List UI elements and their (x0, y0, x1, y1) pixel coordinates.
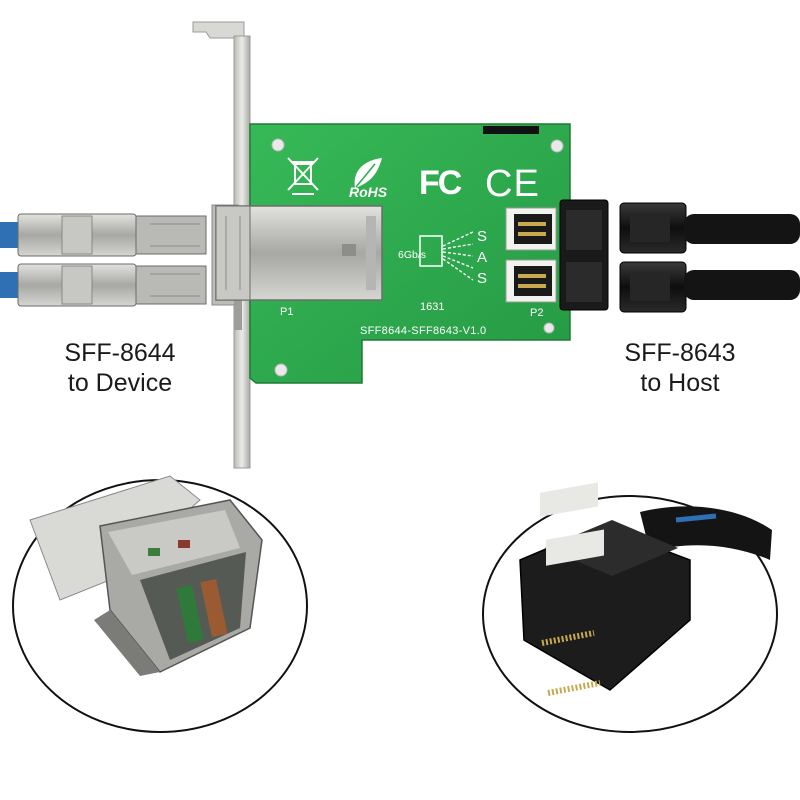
rohs-leaf-icon (354, 158, 382, 188)
sff-8643-cable-bottom (619, 261, 800, 313)
rohs-mark: RoHS (349, 184, 388, 200)
left-caption: SFF-8644 to Device (10, 338, 230, 398)
left-caption-line2: to Device (67, 369, 173, 397)
weee-bin-icon (287, 157, 319, 195)
right-caption: SFF-8643 to Host (570, 338, 790, 398)
sff-8644-port-cage (215, 205, 383, 301)
sff-8644-cable-top (0, 213, 207, 257)
sas-letter-s2: S (477, 270, 487, 287)
speed-label: 6Gb/s (398, 249, 426, 261)
pcb-board (249, 123, 571, 384)
sas-signal-lines (442, 231, 474, 281)
sff-8643-plug-on-board (559, 199, 609, 311)
sas-chip-outline (419, 235, 443, 267)
sas-letter-a: A (477, 249, 487, 266)
left-caption-line1: SFF-8644 (64, 339, 176, 367)
fc-mark: FC (419, 164, 462, 202)
port-p2-label: P2 (530, 307, 543, 319)
right-caption-line2: to Host (640, 369, 720, 397)
right-caption-line1: SFF-8643 (624, 339, 736, 367)
sff-8643-closeup-circle (482, 482, 778, 733)
board-number: 1631 (420, 301, 444, 313)
sff-8643-header-bottom (505, 259, 557, 303)
sff-8644-cable-bottom (0, 263, 207, 307)
sff-8643-cable-top (619, 202, 800, 254)
port-p1-label: P1 (280, 306, 293, 318)
sas-letter-s1: S (477, 228, 487, 245)
ce-mark: CE (485, 163, 540, 205)
sff-8644-closeup-circle (12, 475, 308, 733)
model-text: SFF8644-SFF8643-V1.0 (360, 325, 486, 337)
sff-8643-header-top (505, 207, 557, 251)
